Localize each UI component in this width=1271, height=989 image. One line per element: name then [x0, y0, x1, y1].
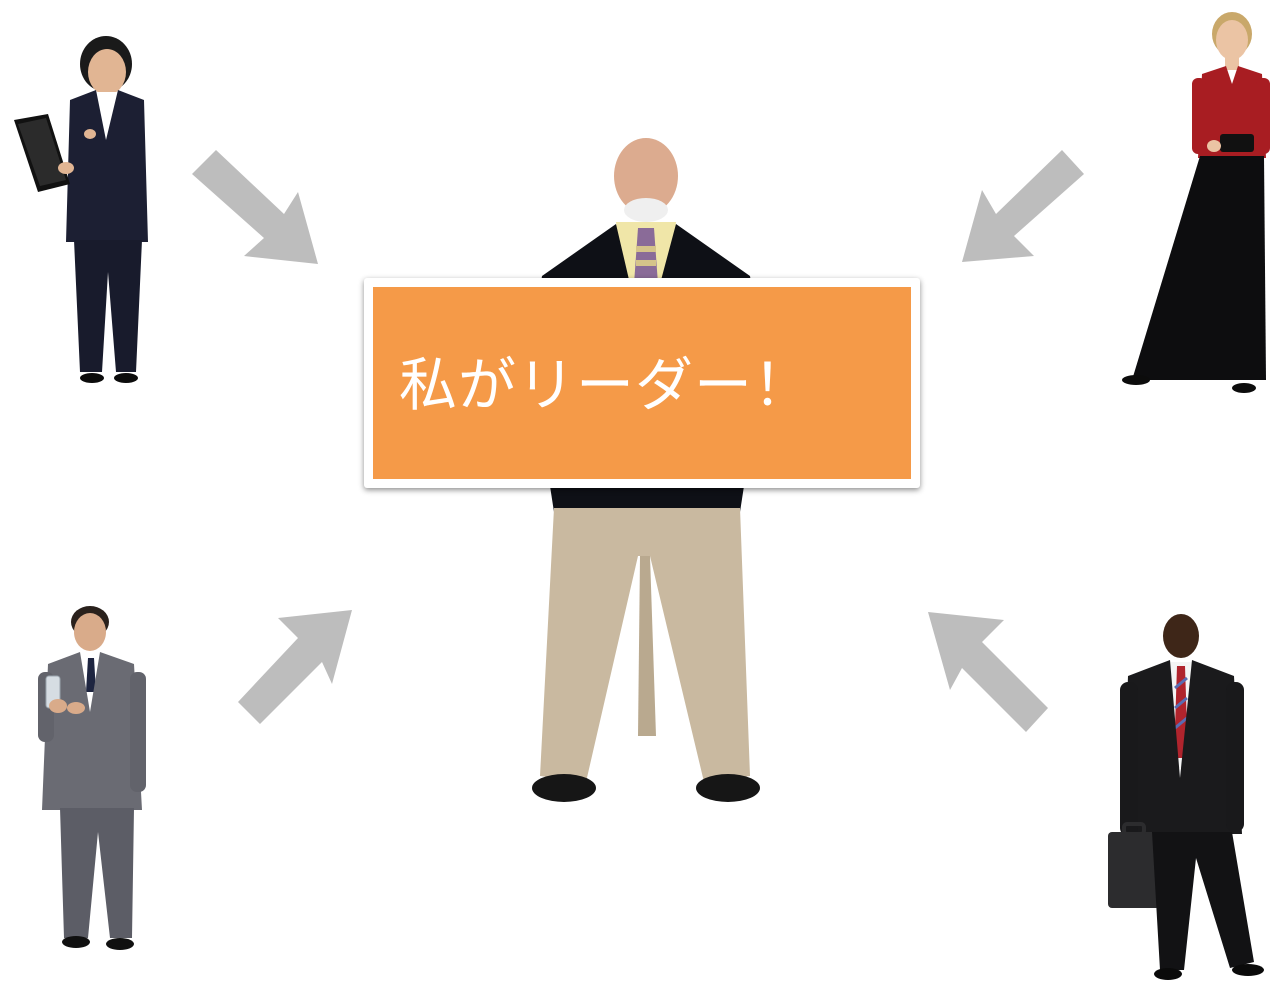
man-in-grey-suit-icon	[34, 602, 159, 957]
arrow-top-right-icon	[962, 150, 1084, 262]
arrow-bottom-right-icon	[928, 612, 1048, 732]
leader-person-icon	[520, 136, 770, 808]
woman-with-folder-icon	[8, 22, 158, 402]
sign-panel: 私がリーダー！	[373, 287, 911, 479]
leader-sign: 私がリーダー！	[364, 278, 920, 488]
arrow-top-left-icon	[192, 150, 318, 264]
woman-in-red-icon	[1106, 8, 1271, 403]
arrow-bottom-left-icon	[238, 610, 352, 724]
man-with-briefcase-icon	[1102, 608, 1271, 989]
sign-text: 私がリーダー！	[399, 351, 813, 419]
